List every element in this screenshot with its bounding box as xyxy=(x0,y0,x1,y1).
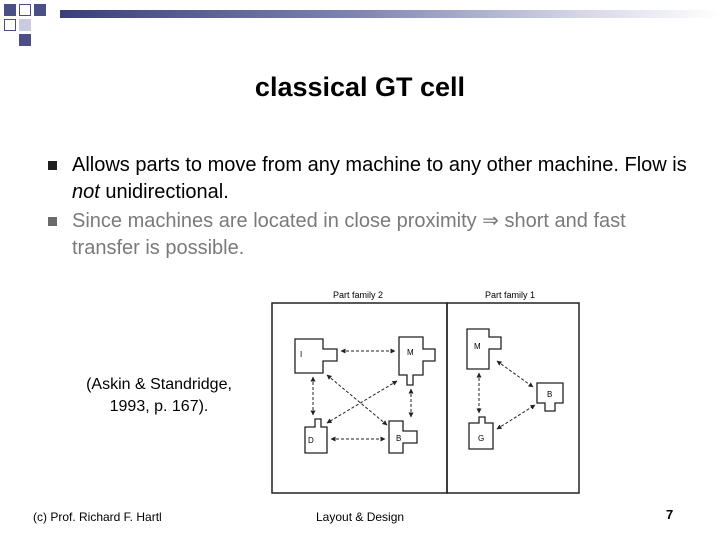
machine-shape xyxy=(466,328,502,370)
machine-shape xyxy=(294,338,338,374)
footer-author: (c) Prof. Richard F. Hartl xyxy=(33,510,162,524)
bullet-text: unidirectional. xyxy=(99,181,229,203)
family-label: Part family 1 xyxy=(485,290,535,300)
page-number: 7 xyxy=(666,507,674,522)
header-gradient-bar xyxy=(60,10,720,18)
bullet-text: Since machines are located in close prox… xyxy=(72,210,626,259)
deco-square xyxy=(4,4,16,16)
machine-label: G xyxy=(478,434,484,443)
figure-citation: (Askin & Standridge, 1993, p. 167). xyxy=(86,376,232,415)
machine-label: B xyxy=(547,390,552,399)
bullet-item: Allows parts to move from any machine to… xyxy=(48,152,688,206)
machine-shape xyxy=(398,336,436,386)
machine-shape xyxy=(304,418,328,454)
deco-square xyxy=(19,4,31,16)
machine-label: M xyxy=(474,342,481,351)
footer-course: Layout & Design xyxy=(316,510,405,524)
machine-shape xyxy=(468,416,494,450)
cell-boundary xyxy=(271,302,448,494)
machine-shape xyxy=(536,382,564,412)
header-decoration xyxy=(0,0,720,48)
deco-square xyxy=(19,34,31,46)
flow-arrow xyxy=(496,360,534,388)
bullet-list: Allows parts to move from any machine to… xyxy=(48,152,688,264)
deco-square xyxy=(19,19,31,31)
square-bullet-icon xyxy=(48,161,57,170)
slide-title: classical GT cell xyxy=(254,72,466,102)
machine-label: B xyxy=(396,434,401,443)
machine-label: I xyxy=(300,350,302,359)
deco-square xyxy=(34,4,46,16)
bullet-emphasis: not xyxy=(72,181,100,203)
cell-boundary xyxy=(446,302,580,494)
family-label: Part family 2 xyxy=(333,290,383,300)
flow-arrow xyxy=(496,404,536,430)
machine-shape xyxy=(388,420,418,454)
machine-label: M xyxy=(407,348,414,357)
deco-square xyxy=(4,19,16,31)
bullet-text: Allows parts to move from any machine to… xyxy=(72,154,687,176)
square-bullet-icon xyxy=(48,217,57,226)
machine-label: D xyxy=(308,436,314,445)
bullet-item: Since machines are located in close prox… xyxy=(48,208,688,262)
gt-cell-diagram: Part family 2 Part family 1 I M D B M B … xyxy=(271,290,580,494)
flow-arrow xyxy=(326,380,398,424)
